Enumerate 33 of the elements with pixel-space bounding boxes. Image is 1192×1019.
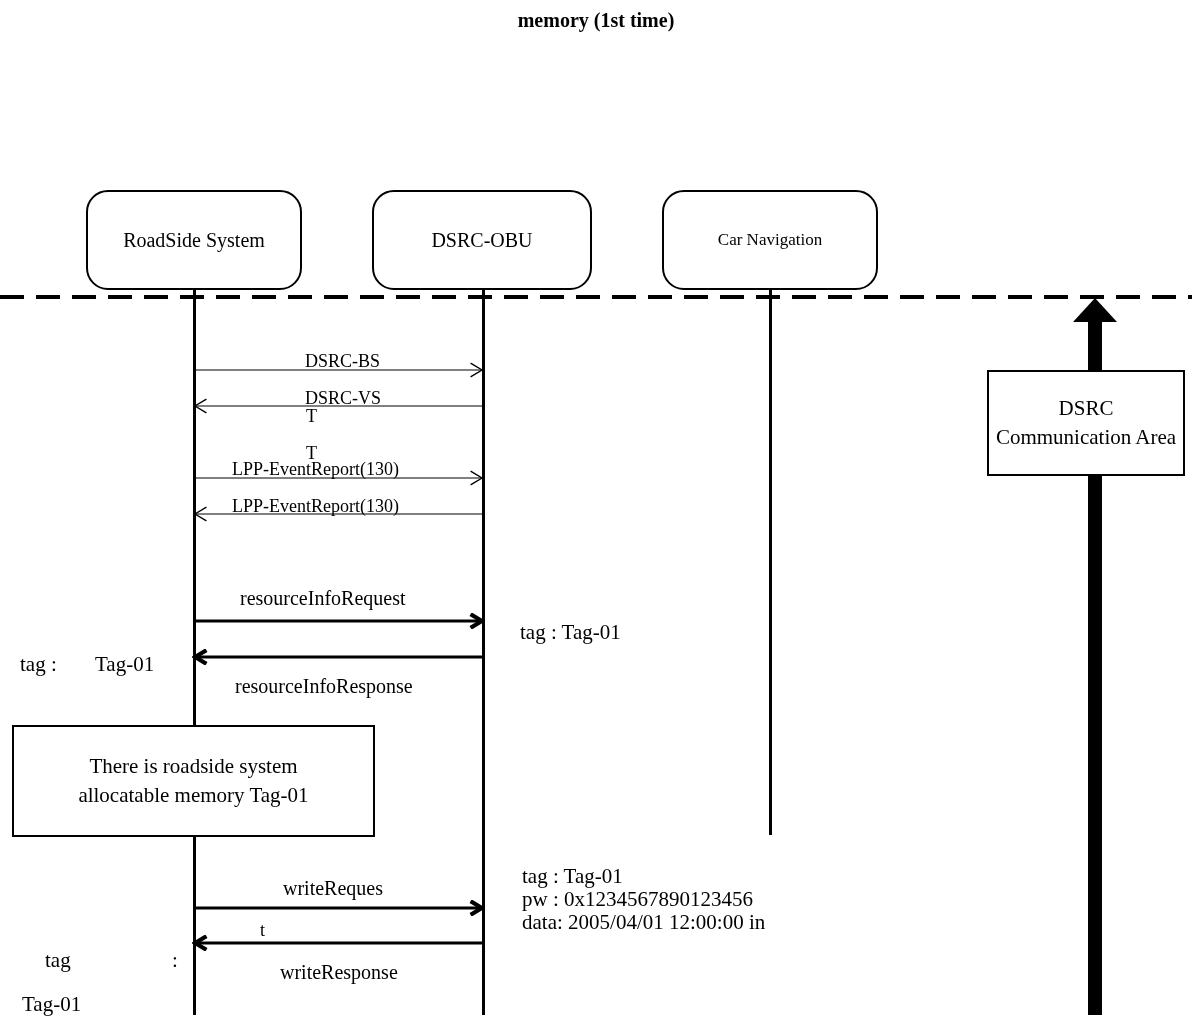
annotation-text: t [260, 919, 265, 942]
edge-label: writeReques [283, 876, 383, 900]
edge-label: resourceInfoRequest [240, 586, 406, 610]
message-arrow [192, 648, 482, 666]
annotation-text: tag [45, 948, 71, 972]
annotation-text: Tag-01 [95, 652, 155, 676]
edge-label: resourceInfoResponse [235, 674, 413, 698]
message-arrow [194, 470, 483, 486]
message-arrow [194, 362, 483, 378]
node-text: DSRC Communication Area [994, 394, 1178, 451]
annotation-text: data: 2005/04/01 12:00:00 in [522, 910, 766, 934]
diagram-title: memory (1st time) [516, 8, 676, 32]
lifeline [662, 190, 878, 835]
annotation-text: tag : Tag-01 [522, 864, 623, 888]
message-arrow [194, 506, 483, 522]
annotation-text: tag : Tag-01 [520, 620, 621, 644]
message-arrow [194, 398, 483, 414]
annotation-text: pw : 0x1234567890123456 [522, 887, 753, 911]
annotation-text: : [172, 948, 178, 972]
message-arrow [192, 934, 482, 952]
node-text: RoadSide System [122, 228, 266, 254]
annotation-text: Tag-01 [22, 992, 82, 1016]
node-text: Car Navigation [716, 229, 824, 252]
edge-label: LPP-EventReport(130) [232, 495, 399, 518]
annotation-text: tag : [20, 652, 57, 676]
message-arrow [195, 899, 485, 917]
node-text: DSRC-OBU [430, 228, 534, 253]
edge-label: writeResponse [280, 960, 398, 984]
node-text: There is roadside system allocatable memory Tag-01 [77, 752, 310, 809]
edge-label: DSRC-BS [305, 350, 381, 373]
note-box [12, 725, 375, 837]
message-arrow [195, 612, 485, 630]
area-label-box [987, 370, 1185, 476]
